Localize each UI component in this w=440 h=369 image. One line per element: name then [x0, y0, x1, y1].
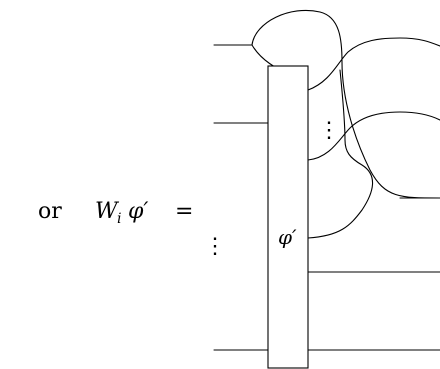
ellipsis-left: ⋮: [204, 234, 226, 259]
or-word: or: [38, 199, 62, 224]
equals-sign: =: [175, 199, 193, 224]
box-label-phi-prime: φ′: [278, 225, 297, 249]
operator-subscript-i: i: [117, 211, 121, 227]
crossing-wire-a: [251, 9, 440, 199]
operator-w-symbol: W: [95, 199, 120, 224]
ellipsis-box-right: ⋮: [318, 118, 340, 143]
state-phi-prime: φ′: [128, 199, 148, 224]
diagram-wires: [213, 9, 440, 351]
ellipsis-right-bottom: ⋮: [432, 306, 440, 331]
wire-box-mid-to-right: [307, 111, 440, 161]
equation-lhs: or W i φ′ =: [38, 199, 193, 227]
phi-prime-box: [267, 65, 309, 369]
ellipsis-right-top: ⋮: [432, 78, 440, 103]
wire-box-to-top-right: [307, 37, 440, 91]
swing-wire: [307, 69, 374, 239]
